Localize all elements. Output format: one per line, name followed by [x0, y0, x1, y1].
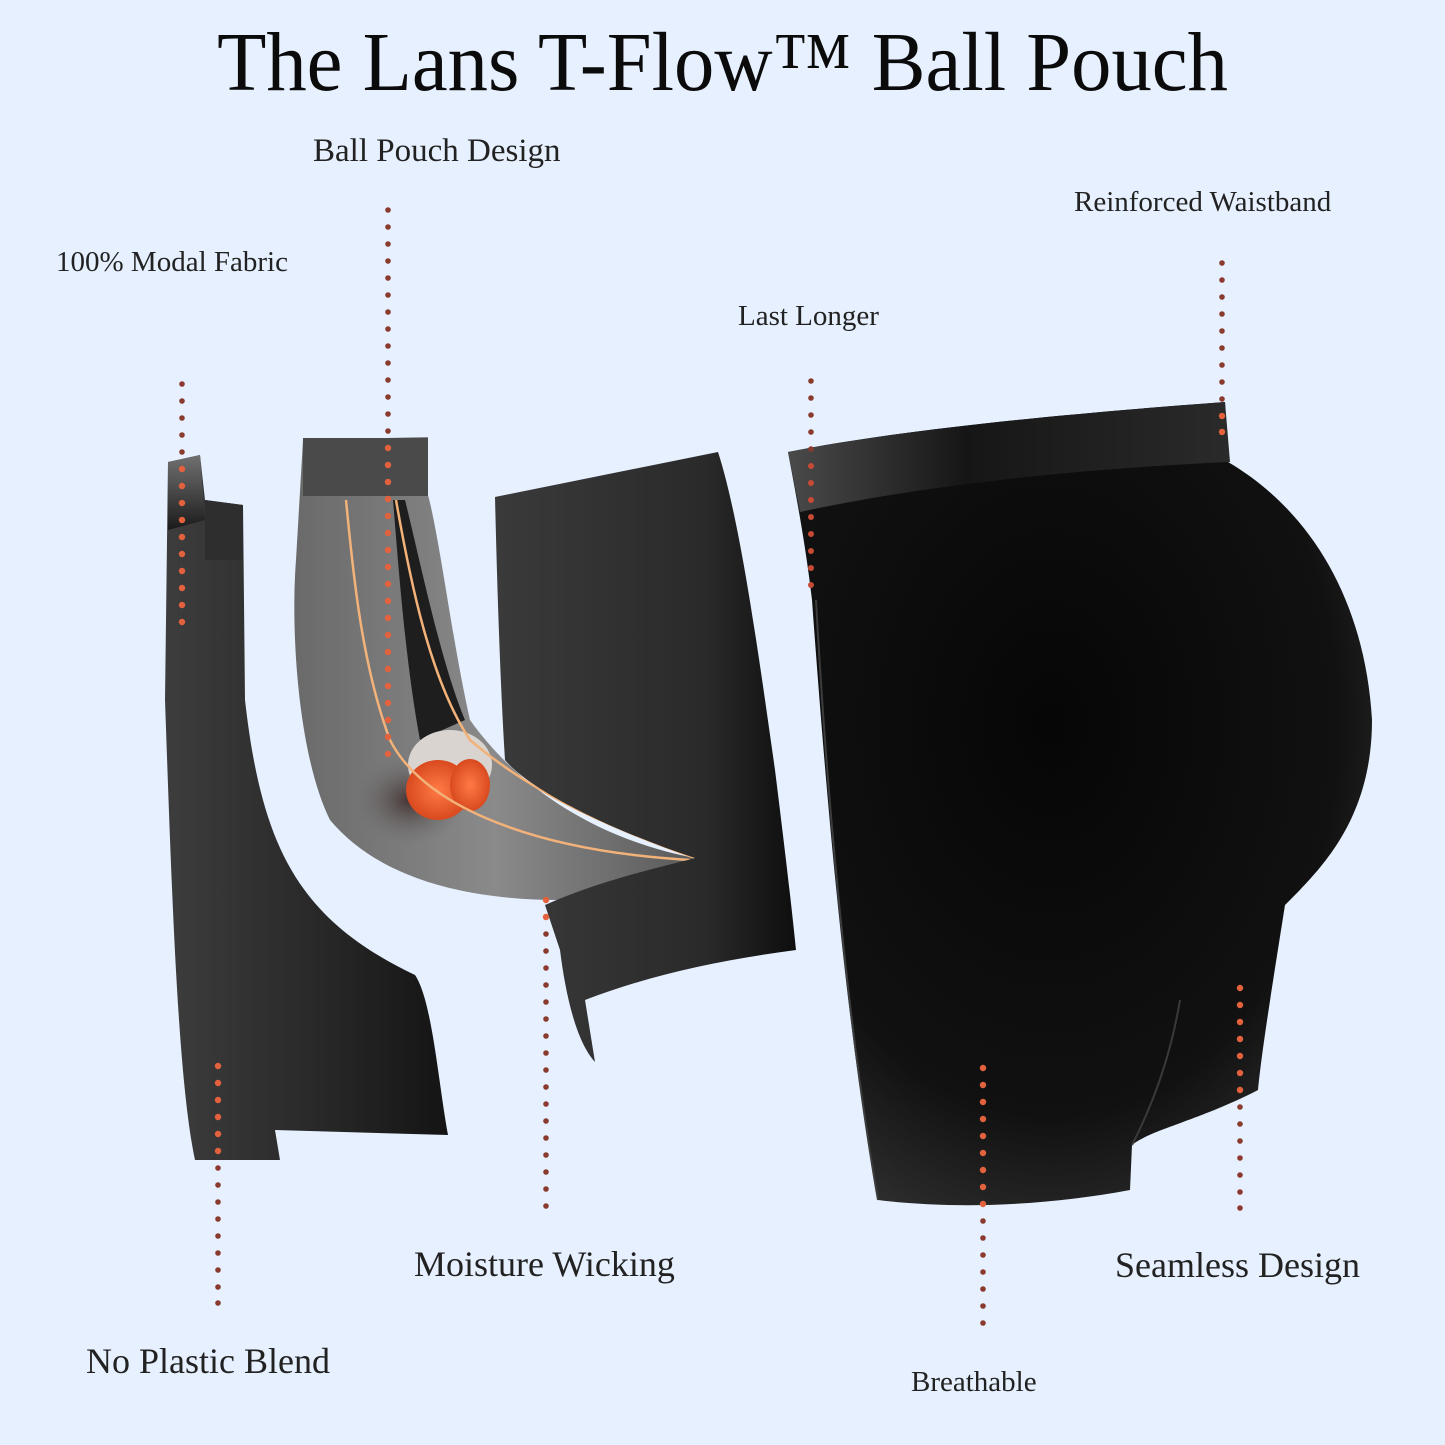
left-side-panel: [165, 455, 448, 1160]
assembled-brief: [788, 402, 1372, 1206]
callout-ball-pouch-design: Ball Pouch Design: [313, 133, 561, 169]
leader-line-seamless-design: [1236, 984, 1244, 1211]
leader-line-modal-fabric: [178, 381, 186, 626]
page-title: The Lans T-Flow™ Ball Pouch: [217, 16, 1228, 109]
middle-back-panel: [495, 452, 796, 1062]
leader-line-moisture-wicking: [542, 896, 550, 1209]
callout-last-longer: Last Longer: [738, 300, 879, 332]
callout-seamless-design: Seamless Design: [1115, 1245, 1360, 1285]
callout-moisture-wicking: Moisture Wicking: [414, 1244, 675, 1284]
leader-line-breathable: [979, 1064, 987, 1326]
leader-line-last-longer: [808, 378, 814, 588]
leader-line-reinforced-waistband: [1218, 260, 1226, 436]
leader-line-no-plastic-blend: [214, 1062, 222, 1306]
callout-no-plastic-blend: No Plastic Blend: [86, 1341, 330, 1381]
leader-line-ball-pouch-design: [384, 207, 392, 758]
callout-breathable: Breathable: [911, 1366, 1037, 1398]
callout-reinforced-waistband: Reinforced Waistband: [1074, 186, 1332, 218]
pouch-panel: [294, 437, 696, 900]
callout-modal-fabric: 100% Modal Fabric: [56, 246, 288, 278]
